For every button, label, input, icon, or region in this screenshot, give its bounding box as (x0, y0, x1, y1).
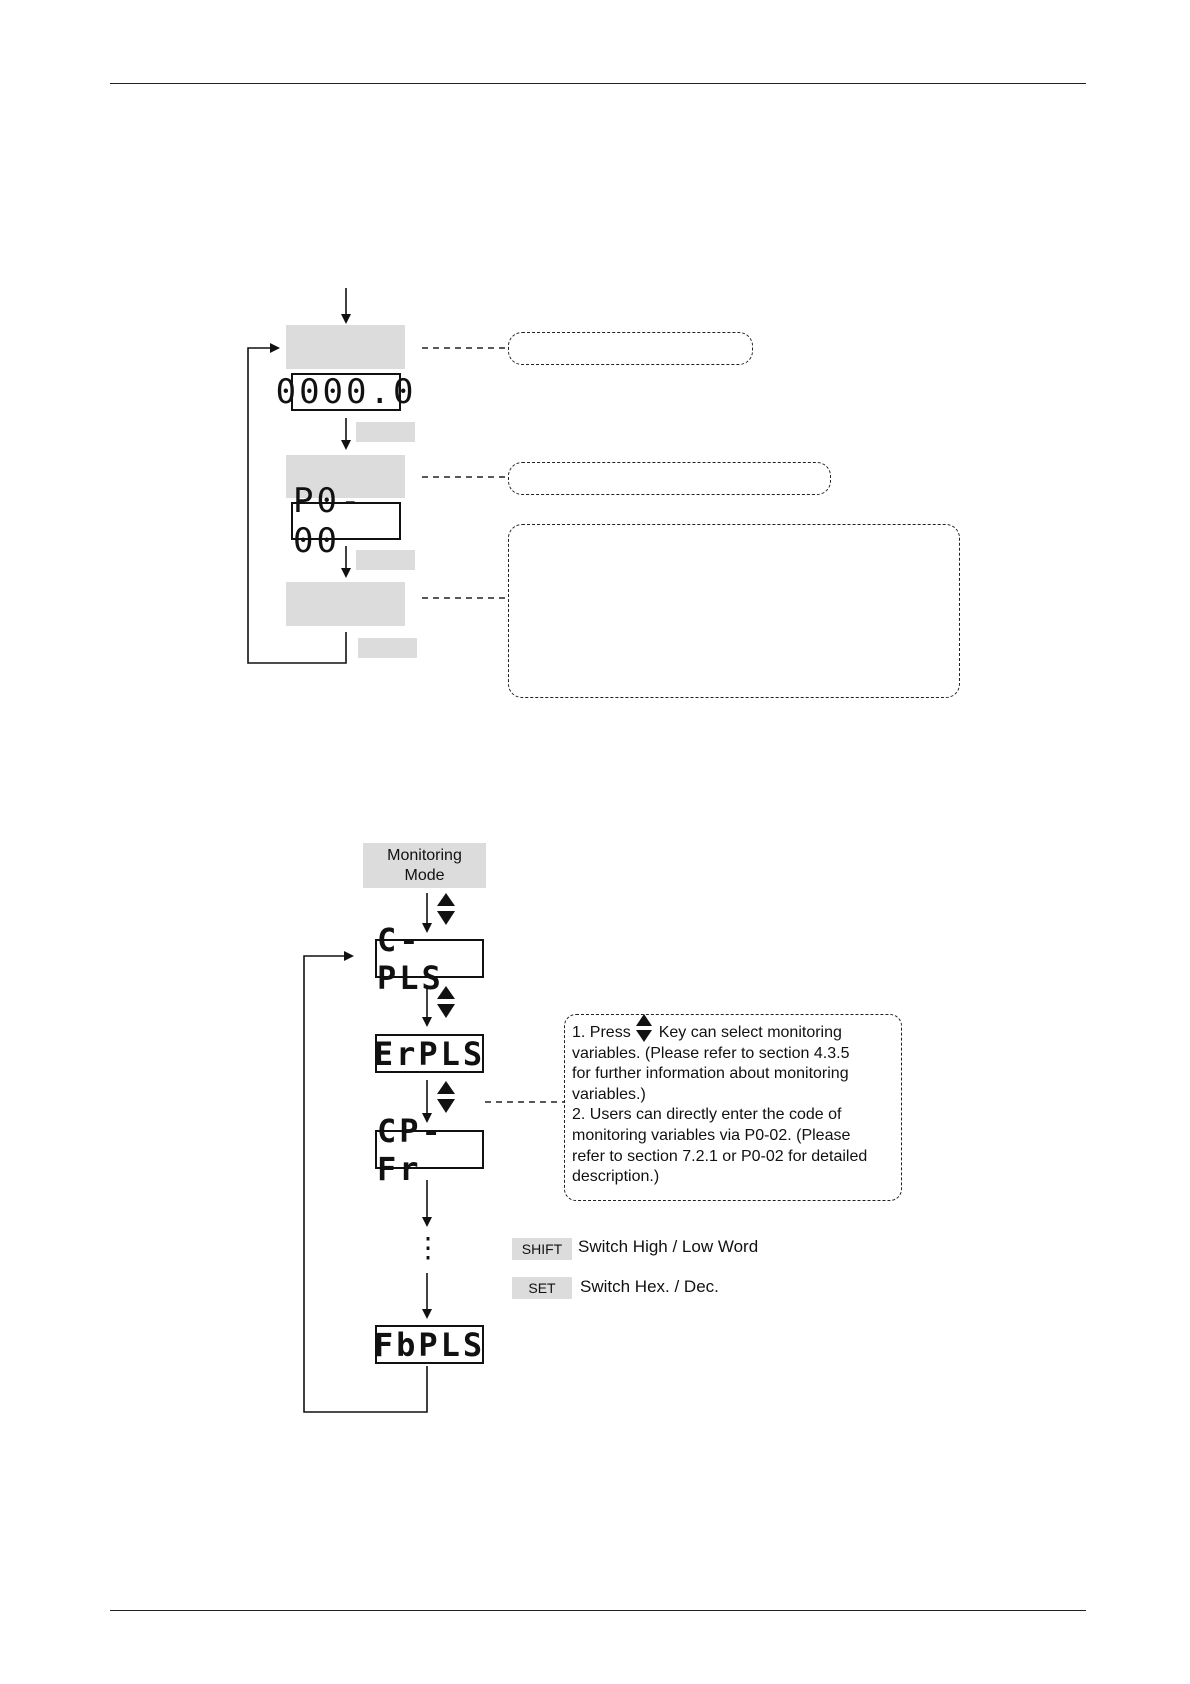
shift-key-label: SHIFT (521, 1241, 563, 1257)
loop-back-arrow (303, 951, 428, 1413)
note-line: monitoring variables via P0-02. (Please (572, 1126, 851, 1144)
note-line: refer to section 7.2.1 or P0-02 for deta… (572, 1147, 868, 1165)
ellipsis-marker: ⋮ (414, 1232, 442, 1263)
shift-key-badge: SHIFT (512, 1238, 572, 1260)
monitor-var-display-text: FbPLS (373, 1325, 486, 1364)
callout-box (508, 332, 753, 365)
set-key-description: Switch Hex. / Dec. (580, 1277, 719, 1296)
monitor-var-display: FbPLS (373, 1325, 486, 1364)
note-line: variables. (Please refer to section 4.3.… (572, 1044, 850, 1062)
note-line: description.) (572, 1168, 660, 1186)
top-flow-connectors (247, 288, 508, 664)
note-line: for further information about monitoring (572, 1065, 849, 1083)
shift-key-description: Switch High / Low Word (578, 1237, 759, 1256)
monitoring-mode-box: Monitoring Mode (363, 843, 486, 888)
monitoring-mode-label-line1: Monitoring (387, 846, 462, 864)
callout-box (508, 524, 960, 698)
note-text: 1. Press (572, 1024, 631, 1041)
monitor-display-text: 0000.0 (275, 372, 417, 412)
monitor-var-display: C-PLS (375, 921, 484, 997)
key-label-box (356, 550, 415, 570)
note-line: 2. Users can directly enter the code of (572, 1106, 842, 1124)
note-line: 1. Press Key can select monitoring (572, 1023, 893, 1044)
monitor-display: 0000.0 (276, 372, 414, 412)
set-key-badge: SET (512, 1277, 572, 1299)
note-line: variables.) (572, 1085, 646, 1103)
key-label-box (356, 422, 415, 442)
monitor-var-display-text: C-PLS (377, 920, 444, 997)
header-rule (110, 83, 1086, 84)
mode-label-box (286, 582, 405, 626)
monitoring-mode-label-line2: Mode (404, 866, 445, 884)
up-down-key-icon (636, 1014, 652, 1042)
mode-label-box (286, 325, 405, 369)
parameter-display: P0-00 (291, 481, 401, 561)
set-key-label: SET (528, 1280, 556, 1296)
monitor-var-display: ErPLS (373, 1034, 486, 1073)
mode-label-box (286, 455, 405, 498)
parameter-display-text: P0-00 (293, 481, 364, 561)
up-down-key-icon (437, 1081, 455, 1113)
loop-back-arrow (247, 343, 347, 664)
monitor-var-display-text: ErPLS (373, 1034, 486, 1073)
callout-box (508, 462, 831, 495)
monitor-var-display-text: CP-Fr (377, 1111, 444, 1188)
key-label-box (358, 638, 417, 658)
monitoring-note-callout: 1. Press Key can select monitoring variab… (564, 1014, 902, 1201)
up-down-key-icon (437, 986, 455, 1018)
note-text: Key can select monitoring (658, 1024, 842, 1041)
monitor-var-display: CP-Fr (375, 1112, 484, 1188)
up-down-key-icon (437, 893, 455, 925)
footer-rule (110, 1610, 1086, 1611)
